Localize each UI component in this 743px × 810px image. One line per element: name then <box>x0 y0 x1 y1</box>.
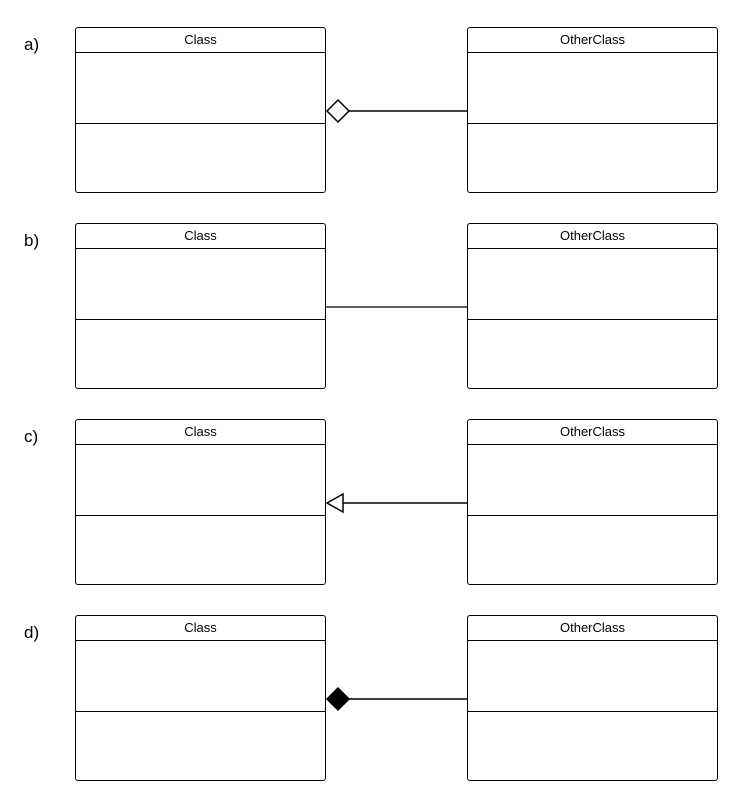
class-name: OtherClass <box>468 616 717 641</box>
row-label: a) <box>24 35 40 54</box>
hollow-diamond-icon <box>325 98 351 124</box>
class-attributes-compartment <box>76 641 325 712</box>
diagram-row-b: b) Class OtherClass <box>0 223 743 393</box>
class-attributes-compartment <box>468 53 717 124</box>
class-name: Class <box>76 420 325 445</box>
class-box-left: Class <box>75 419 326 585</box>
class-box-left: Class <box>75 27 326 193</box>
class-attributes-compartment <box>468 641 717 712</box>
class-attributes-compartment <box>76 249 325 320</box>
association-connector <box>326 306 467 308</box>
class-name: OtherClass <box>468 28 717 53</box>
class-box-left: Class <box>75 223 326 389</box>
class-name: Class <box>76 224 325 249</box>
diagram-row-d: d) Class OtherClass <box>0 615 743 785</box>
diagram-row-c: c) Class OtherClass <box>0 419 743 589</box>
class-name: Class <box>76 616 325 641</box>
class-box-right: OtherClass <box>467 27 718 193</box>
class-name: OtherClass <box>468 224 717 249</box>
diagram-row-a: a) Class OtherClass <box>0 27 743 197</box>
filled-diamond-icon <box>325 686 351 712</box>
row-label: d) <box>24 623 40 642</box>
class-attributes-compartment <box>468 445 717 516</box>
composition-connector <box>325 686 467 712</box>
class-box-right: OtherClass <box>467 419 718 585</box>
class-name: Class <box>76 28 325 53</box>
hollow-triangle-arrow-icon <box>325 492 344 514</box>
class-box-right: OtherClass <box>467 615 718 781</box>
class-attributes-compartment <box>76 445 325 516</box>
class-box-right: OtherClass <box>467 223 718 389</box>
row-label: b) <box>24 231 40 250</box>
inheritance-connector <box>325 492 467 514</box>
class-name: OtherClass <box>468 420 717 445</box>
class-attributes-compartment <box>76 53 325 124</box>
aggregation-connector <box>325 98 467 124</box>
class-attributes-compartment <box>468 249 717 320</box>
class-box-left: Class <box>75 615 326 781</box>
row-label: c) <box>24 427 39 446</box>
